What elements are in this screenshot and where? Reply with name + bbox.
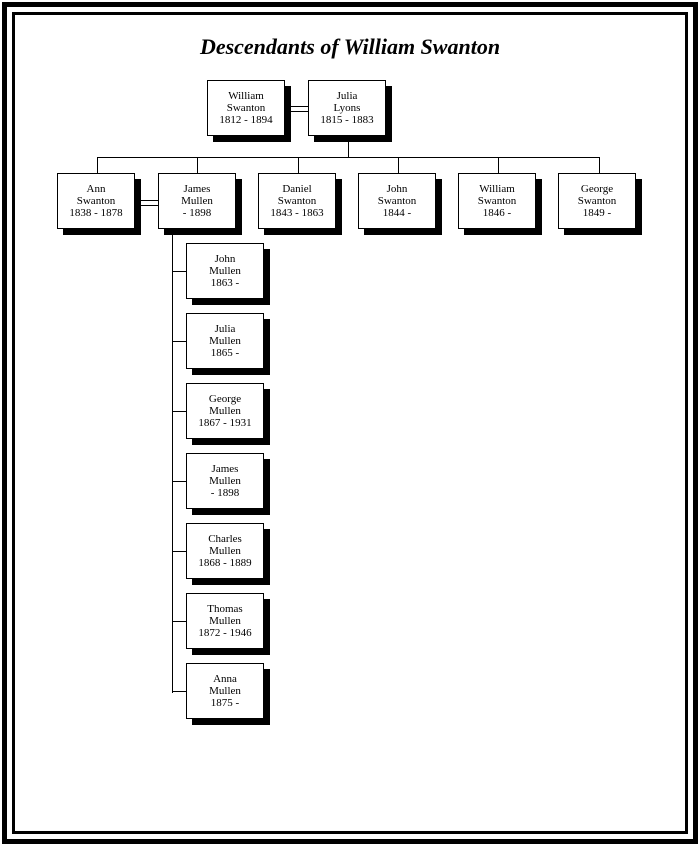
person-dates: 1849 - [582,207,612,219]
person-box-charles-mullen: Charles Mullen 1868 - 1889 [186,523,264,579]
person-last-name: Swanton [477,195,517,207]
person-first-name: James [211,463,239,475]
person-dates: - 1898 [182,207,212,219]
person-dates: 1844 - [382,207,412,219]
person-dates: 1815 - 1883 [320,114,374,126]
person-last-name: Swanton [76,195,116,207]
person-first-name: Daniel [282,183,312,195]
person-dates: 1843 - 1863 [270,207,324,219]
person-first-name: William [228,90,264,102]
marriage-line [286,111,308,112]
person-last-name: Mullen [209,475,241,487]
person-first-name: Anna [213,673,237,685]
person-first-name: John [214,253,236,265]
person-box-william-swanton-jr: William Swanton 1846 - [458,173,536,229]
child-branch [172,271,186,272]
chart-title: Descendants of William Swanton [199,34,501,59]
descent-line [348,136,349,157]
drop-line [599,157,600,173]
person-box-thomas-mullen: Thomas Mullen 1872 - 1946 [186,593,264,649]
person-box-julia-lyons: Julia Lyons 1815 - 1883 [308,80,386,136]
person-box-george-swanton: George Swanton 1849 - [558,173,636,229]
person-box-julia-mullen: Julia Mullen 1865 - [186,313,264,369]
person-first-name: Ann [86,183,106,195]
person-first-name: William [479,183,515,195]
person-first-name: James [183,183,211,195]
marriage-line [136,205,158,206]
child-branch [172,691,186,692]
person-box-george-mullen: George Mullen 1867 - 1931 [186,383,264,439]
person-box-william-swanton: William Swanton 1812 - 1894 [207,80,285,136]
drop-line [97,157,98,173]
person-dates: 1812 - 1894 [219,114,273,126]
person-box-john-mullen: John Mullen 1863 - [186,243,264,299]
person-box-anna-mullen: Anna Mullen 1875 - [186,663,264,719]
person-last-name: Swanton [377,195,417,207]
person-last-name: Mullen [209,265,241,277]
marriage-line [286,106,308,107]
person-last-name: Mullen [209,685,241,697]
person-dates: 1838 - 1878 [69,207,123,219]
person-first-name: George [580,183,614,195]
sibling-bar [97,157,600,158]
person-dates: 1867 - 1931 [198,417,252,429]
person-dates: 1846 - [482,207,512,219]
person-first-name: Julia [336,90,358,102]
person-dates: 1865 - [210,347,240,359]
inner-border [12,12,688,834]
person-box-ann-swanton: Ann Swanton 1838 - 1878 [57,173,135,229]
person-last-name: Lyons [333,102,361,114]
person-last-name: Mullen [181,195,213,207]
person-last-name: Swanton [577,195,617,207]
person-box-daniel-swanton: Daniel Swanton 1843 - 1863 [258,173,336,229]
person-last-name: Mullen [209,335,241,347]
person-last-name: Mullen [209,545,241,557]
person-last-name: Swanton [226,102,266,114]
child-branch [172,481,186,482]
child-branch [172,341,186,342]
person-last-name: Swanton [277,195,317,207]
drop-line [398,157,399,173]
child-branch [172,551,186,552]
children-trunk [172,229,173,693]
person-dates: 1868 - 1889 [198,557,252,569]
drop-line [498,157,499,173]
person-last-name: Mullen [209,405,241,417]
drop-line [197,157,198,173]
child-branch [172,621,186,622]
child-branch [172,411,186,412]
person-first-name: Charles [208,533,242,545]
person-first-name: Thomas [207,603,243,615]
person-dates: 1875 - [210,697,240,709]
person-box-john-swanton: John Swanton 1844 - [358,173,436,229]
person-box-james-mullen-child: James Mullen - 1898 [186,453,264,509]
person-first-name: George [208,393,242,405]
person-first-name: John [386,183,408,195]
person-first-name: Julia [214,323,236,335]
marriage-line [136,200,158,201]
person-dates: 1872 - 1946 [198,627,252,639]
person-dates: - 1898 [210,487,240,499]
person-last-name: Mullen [209,615,241,627]
person-box-james-mullen: James Mullen - 1898 [158,173,236,229]
person-dates: 1863 - [210,277,240,289]
drop-line [298,157,299,173]
